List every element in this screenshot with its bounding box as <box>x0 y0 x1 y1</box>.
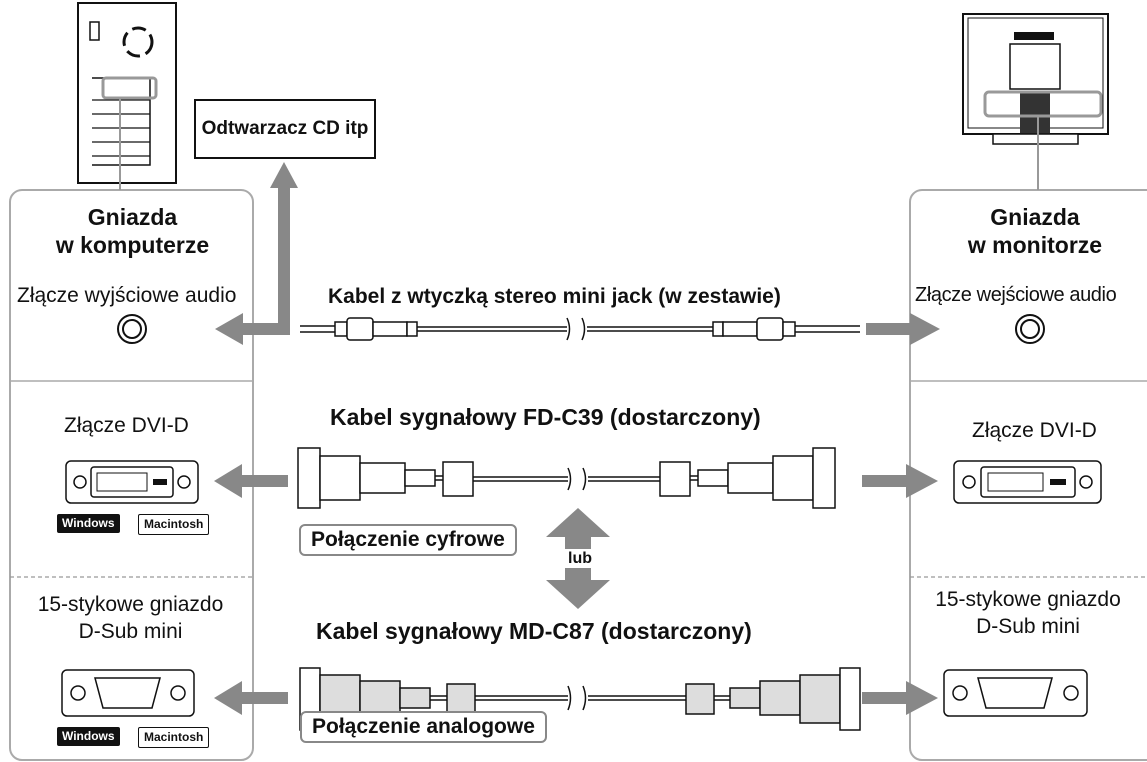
monitor-back-icon <box>962 13 1109 145</box>
os-tag-macintosh: Macintosh <box>138 514 210 535</box>
audio-cable-label: Kabel z wtyczką stereo mini jack (w zest… <box>328 285 781 308</box>
or-arrows-icon <box>546 508 610 609</box>
left-dsub-label: 15-stykowe gniazdo D-Sub mini <box>37 593 224 643</box>
cd-player-label: Odtwarzacz CD itp <box>201 118 369 139</box>
dvi-port-right-icon <box>953 460 1102 504</box>
os-tag-windows: Windows <box>57 727 120 746</box>
dsub-port-right-icon <box>943 669 1088 717</box>
right-panel-title: Gniazda w monitorze <box>967 204 1103 258</box>
os-tag-macintosh: Macintosh <box>138 727 210 748</box>
cd-player-box: Odtwarzacz CD itp <box>194 99 376 159</box>
audio-in-jack-icon <box>1015 314 1045 344</box>
right-dsub-label: 15-stykowe gniazdo D-Sub mini <box>935 588 1121 638</box>
audio-cable-icon <box>300 317 860 341</box>
left-dvi-label: Złącze DVI-D <box>64 414 189 437</box>
analog-cable-label: Kabel sygnałowy MD-C87 (dostarczony) <box>316 618 752 644</box>
dvi-cable-icon <box>297 447 836 509</box>
audio-in-label: Złącze wejściowe audio <box>915 284 1117 306</box>
dvi-port-left-icon <box>65 460 199 504</box>
or-label: lub <box>568 550 592 567</box>
audio-out-jack-icon <box>117 314 147 344</box>
left-panel-title: Gniazda w komputerze <box>55 204 210 258</box>
analog-connection-label: Połączenie analogowe <box>300 711 547 743</box>
right-dvi-label: Złącze DVI-D <box>972 419 1097 442</box>
dsub-port-left-icon <box>61 669 195 717</box>
side-arrows <box>214 313 940 715</box>
audio-out-label: Złącze wyjściowe audio <box>17 284 237 307</box>
computer-tower-icon <box>77 2 177 184</box>
digital-connection-label: Połączenie cyfrowe <box>299 524 517 556</box>
os-tag-windows: Windows <box>57 514 120 533</box>
digital-cable-label: Kabel sygnałowy FD-C39 (dostarczony) <box>330 404 761 430</box>
cd-arrow-icon <box>215 162 298 345</box>
